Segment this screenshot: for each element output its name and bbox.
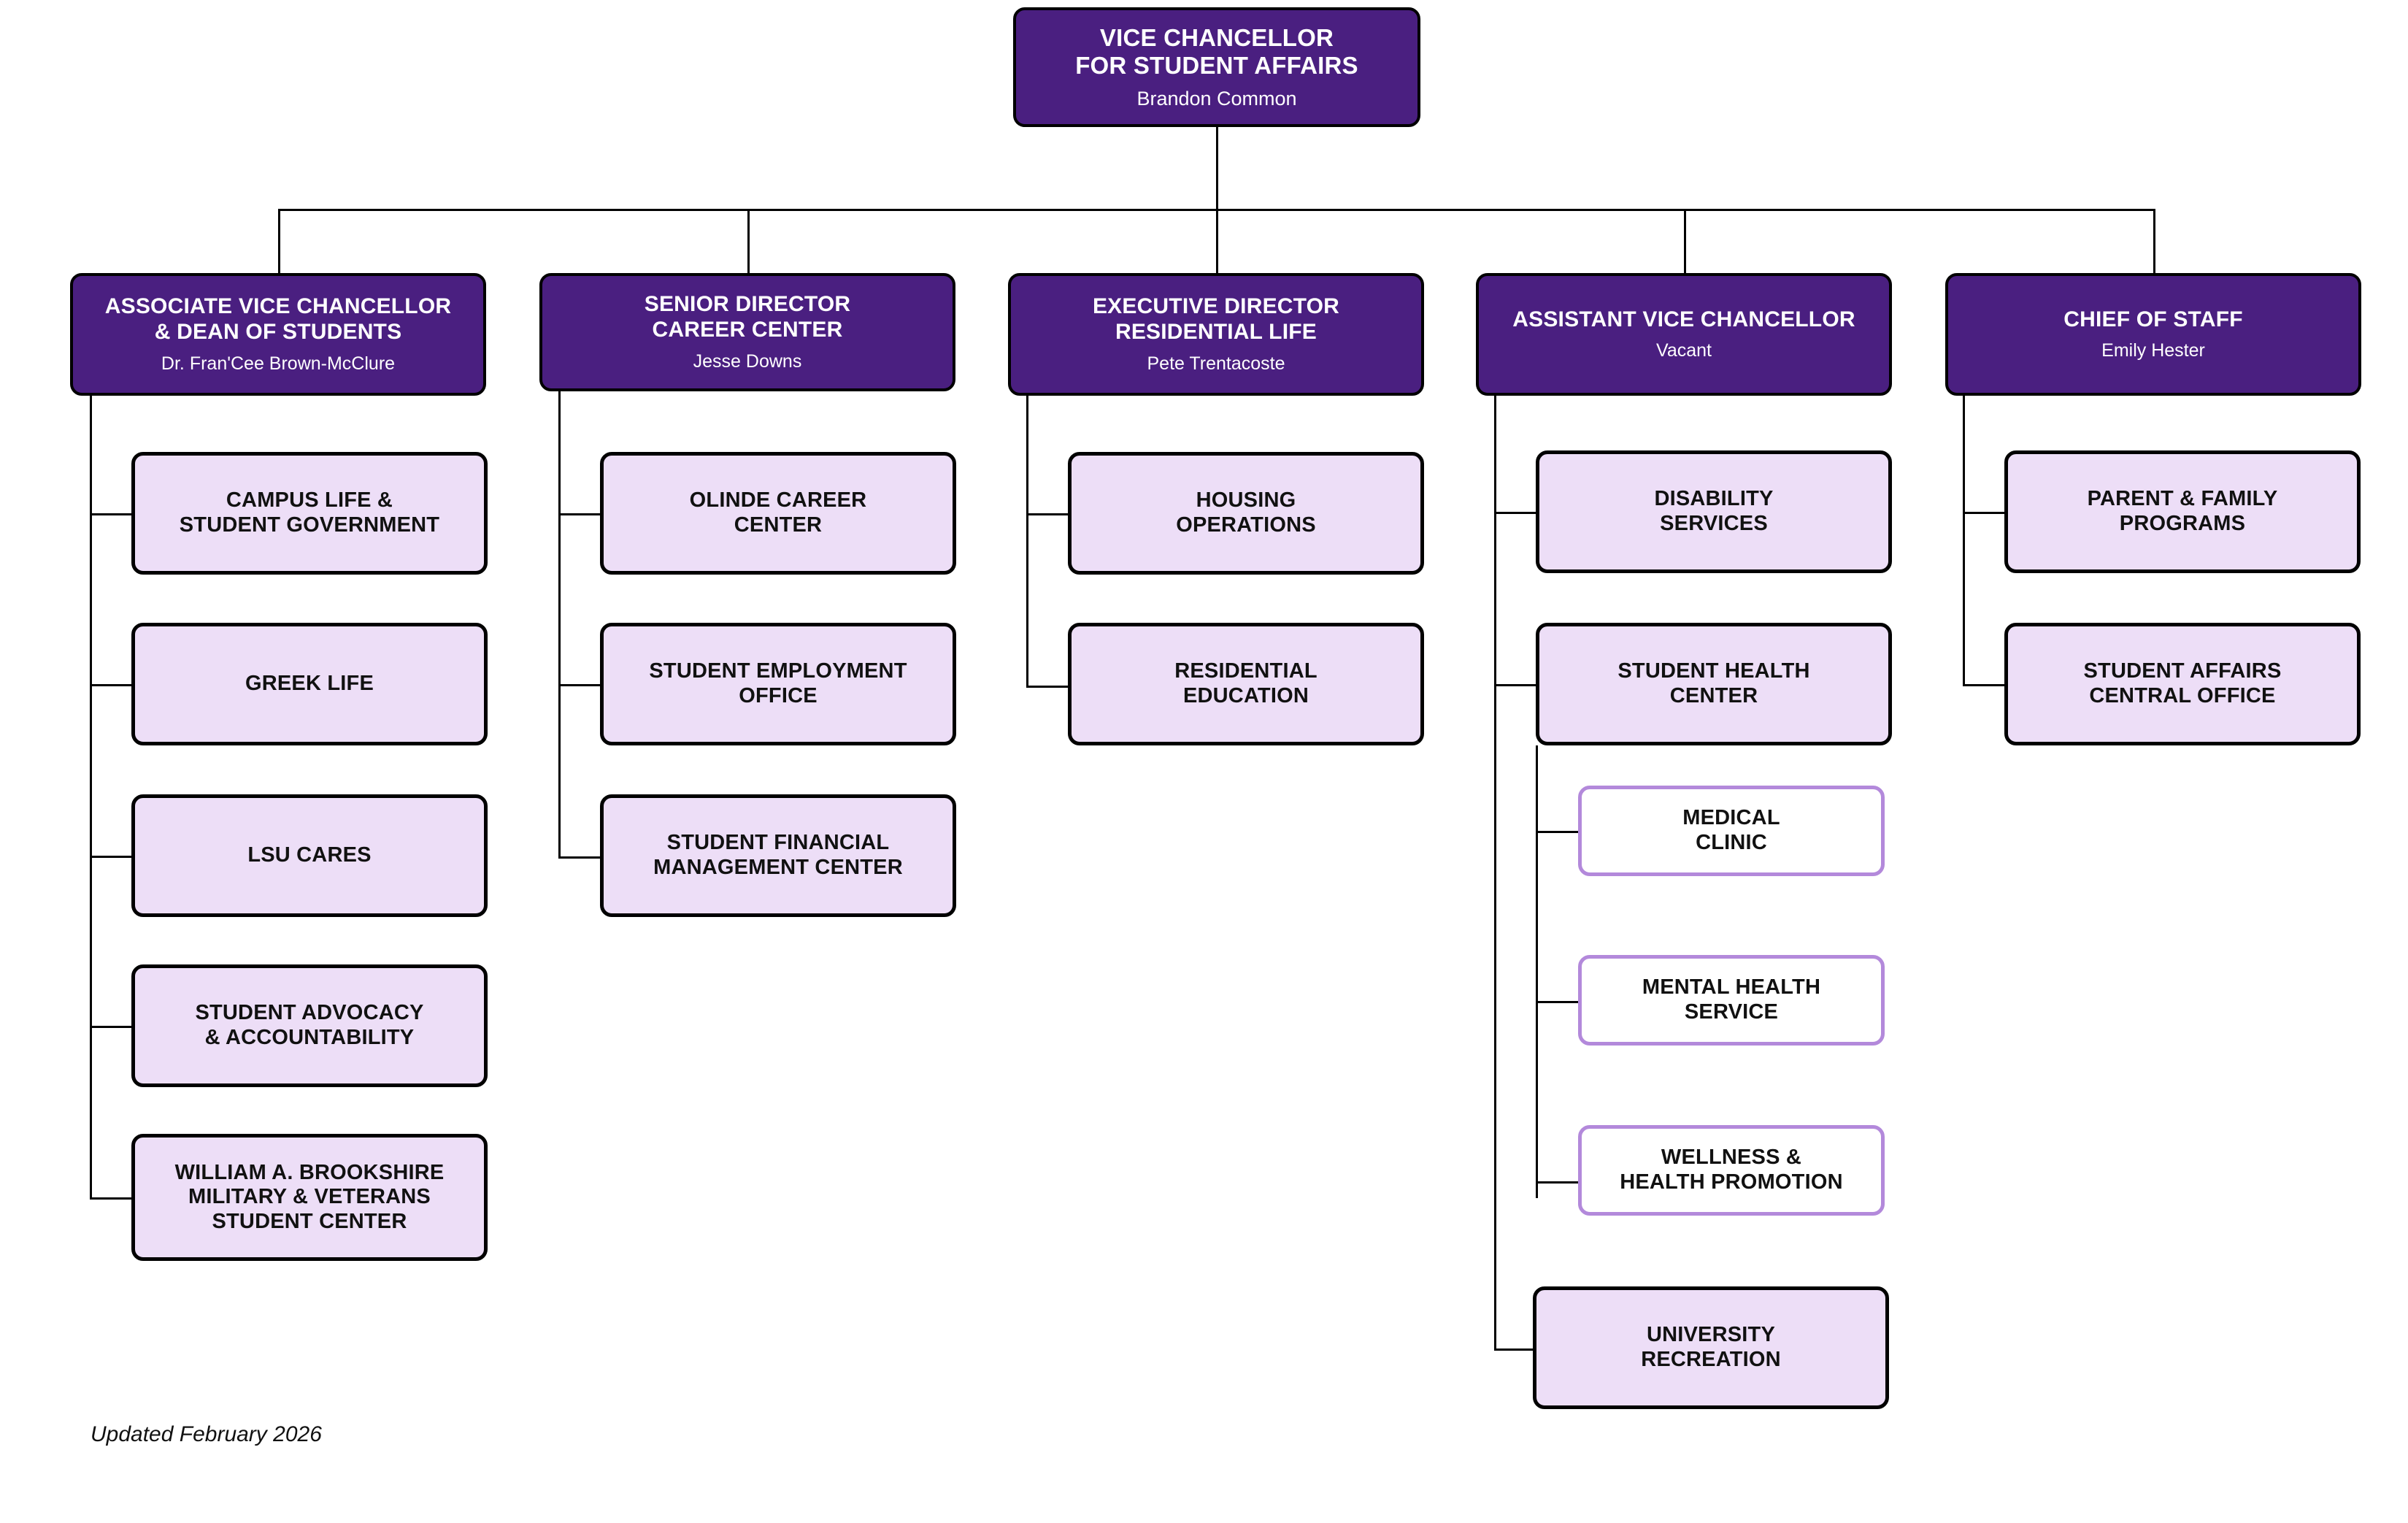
connector-stub-shc-sub-3 (1536, 1181, 1580, 1184)
node-title: STUDENT EMPLOYMENT OFFICE (649, 659, 907, 707)
node-person: Brandon Common (1136, 87, 1297, 110)
node-person: Emily Hester (2101, 340, 2205, 361)
connector-stub-c1-unit-5 (90, 1197, 132, 1200)
node-university-recreation[interactable]: UNIVERSITY RECREATION (1533, 1286, 1889, 1409)
connector-spine-division-1 (90, 394, 92, 1199)
connector-stub-c4-unit-1 (1494, 512, 1536, 514)
node-student-advocacy-accountability[interactable]: STUDENT ADVOCACY & ACCOUNTABILITY (131, 964, 488, 1087)
node-olinde-career-center[interactable]: OLINDE CAREER CENTER (600, 452, 956, 575)
node-title: OLINDE CAREER CENTER (689, 488, 867, 537)
connector-stub-c2-unit-1 (558, 513, 601, 515)
node-title: CAMPUS LIFE & STUDENT GOVERNMENT (179, 488, 440, 537)
connector-stub-c1-unit-3 (90, 856, 132, 858)
connector-spine-student-health-center (1536, 745, 1538, 1198)
node-student-affairs-central-office[interactable]: STUDENT AFFAIRS CENTRAL OFFICE (2004, 623, 2361, 745)
node-title: UNIVERSITY RECREATION (1641, 1323, 1781, 1371)
node-executive-director-residential-life[interactable]: EXECUTIVE DIRECTOR RESIDENTIAL LIFE Pete… (1008, 273, 1424, 396)
node-person: Vacant (1656, 340, 1712, 361)
connector-stub-c2-unit-3 (558, 856, 601, 859)
node-title: HOUSING OPERATIONS (1176, 488, 1316, 537)
connector-stub-c4-unit-2 (1494, 684, 1536, 686)
connector-drop-division-4 (1684, 209, 1686, 273)
connector-spine-division-4 (1494, 394, 1496, 1351)
node-title: STUDENT AFFAIRS CENTRAL OFFICE (2083, 659, 2282, 707)
node-person: Dr. Fran'Cee Brown-McClure (161, 353, 396, 374)
node-title: CHIEF OF STAFF (2063, 307, 2243, 331)
connector-drop-division-3 (1216, 209, 1218, 273)
connector-stub-c5-unit-2 (1963, 684, 2005, 686)
connector-spine-division-3 (1026, 394, 1028, 688)
node-title: STUDENT FINANCIAL MANAGEMENT CENTER (653, 831, 903, 879)
node-title: RESIDENTIAL EDUCATION (1174, 659, 1318, 707)
node-student-employment-office[interactable]: STUDENT EMPLOYMENT OFFICE (600, 623, 956, 745)
node-william-a-brookshire-military-veterans-student-center[interactable]: WILLIAM A. BROOKSHIRE MILITARY & VETERAN… (131, 1134, 488, 1261)
node-title: STUDENT HEALTH CENTER (1617, 659, 1810, 707)
node-title: ASSOCIATE VICE CHANCELLOR & DEAN OF STUD… (104, 294, 452, 344)
node-title: DISABILITY SERVICES (1654, 487, 1774, 535)
connector-stub-c3-unit-1 (1026, 513, 1069, 515)
node-parent-family-programs[interactable]: PARENT & FAMILY PROGRAMS (2004, 450, 2361, 573)
node-campus-life-student-government[interactable]: CAMPUS LIFE & STUDENT GOVERNMENT (131, 452, 488, 575)
node-disability-services[interactable]: DISABILITY SERVICES (1536, 450, 1892, 573)
connector-drop-division-1 (278, 209, 280, 273)
node-person: Pete Trentacoste (1147, 353, 1285, 374)
node-medical-clinic[interactable]: MEDICAL CLINIC (1578, 786, 1885, 876)
node-assistant-vice-chancellor[interactable]: ASSISTANT VICE CHANCELLOR Vacant (1476, 273, 1892, 396)
node-wellness-health-promotion[interactable]: WELLNESS & HEALTH PROMOTION (1578, 1125, 1885, 1216)
node-title: GREEK LIFE (245, 672, 374, 696)
connector-spine-division-2 (558, 391, 561, 859)
node-chief-of-staff[interactable]: CHIEF OF STAFF Emily Hester (1945, 273, 2361, 396)
node-student-health-center[interactable]: STUDENT HEALTH CENTER (1536, 623, 1892, 745)
connector-stub-c3-unit-2 (1026, 686, 1069, 688)
node-title: WILLIAM A. BROOKSHIRE MILITARY & VETERAN… (174, 1160, 445, 1233)
connector-spine-division-5 (1963, 394, 1965, 686)
node-student-financial-management-center[interactable]: STUDENT FINANCIAL MANAGEMENT CENTER (600, 794, 956, 917)
node-housing-operations[interactable]: HOUSING OPERATIONS (1068, 452, 1424, 575)
connector-stub-c5-unit-1 (1963, 512, 2005, 514)
node-associate-vice-chancellor-dean-of-students[interactable]: ASSOCIATE VICE CHANCELLOR & DEAN OF STUD… (70, 273, 486, 396)
node-lsu-cares[interactable]: LSU CARES (131, 794, 488, 917)
node-title: VICE CHANCELLOR FOR STUDENT AFFAIRS (1075, 24, 1358, 80)
node-residential-education[interactable]: RESIDENTIAL EDUCATION (1068, 623, 1424, 745)
connector-stub-shc-sub-2 (1536, 1001, 1580, 1003)
updated-date-note: Updated February 2026 (91, 1422, 322, 1446)
connector-drop-division-2 (747, 209, 750, 273)
connector-root-drop (1216, 127, 1218, 210)
node-title: SENIOR DIRECTOR CAREER CENTER (644, 292, 851, 342)
connector-stub-c4-unit-3 (1494, 1349, 1536, 1351)
node-mental-health-service[interactable]: MENTAL HEALTH SERVICE (1578, 955, 1885, 1046)
connector-stub-c2-unit-2 (558, 684, 601, 686)
node-title: EXECUTIVE DIRECTOR RESIDENTIAL LIFE (1092, 294, 1340, 344)
node-person: Jesse Downs (693, 350, 802, 372)
node-title: MEDICAL CLINIC (1682, 806, 1780, 854)
node-title: ASSISTANT VICE CHANCELLOR (1512, 307, 1855, 331)
node-title: MENTAL HEALTH SERVICE (1642, 975, 1821, 1024)
connector-drop-division-5 (2153, 209, 2155, 273)
connector-stub-c1-unit-1 (90, 513, 132, 515)
node-greek-life[interactable]: GREEK LIFE (131, 623, 488, 745)
connector-stub-c1-unit-4 (90, 1026, 132, 1028)
node-title: STUDENT ADVOCACY & ACCOUNTABILITY (195, 1001, 424, 1049)
node-vice-chancellor-student-affairs[interactable]: VICE CHANCELLOR FOR STUDENT AFFAIRS Bran… (1013, 7, 1420, 127)
connector-stub-c1-unit-2 (90, 684, 132, 686)
node-senior-director-career-center[interactable]: SENIOR DIRECTOR CAREER CENTER Jesse Down… (539, 273, 955, 391)
node-title: LSU CARES (247, 843, 372, 867)
node-title: WELLNESS & HEALTH PROMOTION (1620, 1146, 1843, 1194)
connector-stub-shc-sub-1 (1536, 831, 1580, 833)
node-title: PARENT & FAMILY PROGRAMS (2087, 487, 2278, 535)
